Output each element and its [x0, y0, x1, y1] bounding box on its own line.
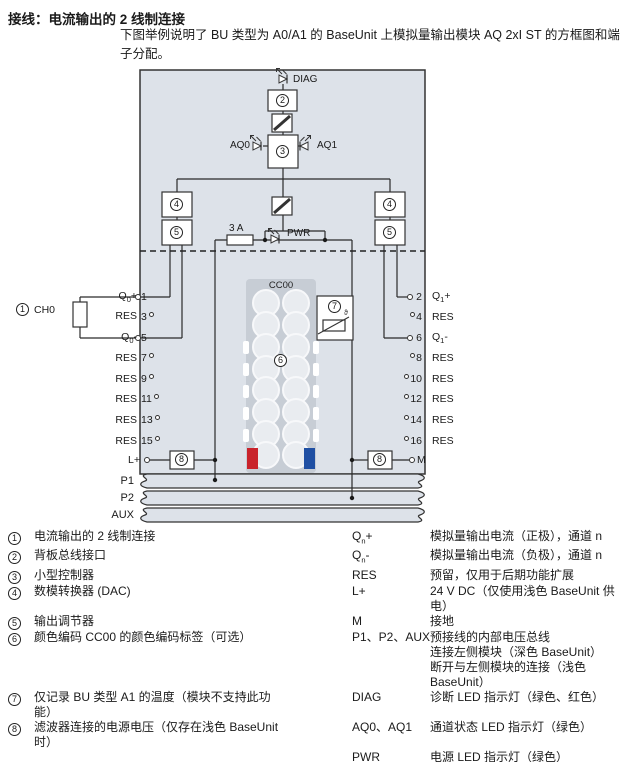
reserved-terminal-dot [410, 312, 416, 317]
reserved-terminal-dot [148, 353, 154, 358]
callout-4-left: 4 [170, 198, 183, 211]
theta-symbol: ϑ [344, 310, 348, 317]
terminal-row-right-14: 14 RES [398, 414, 454, 426]
legend-row: 3 小型控制器 RES 预留，仅用于后期功能扩展 [8, 568, 634, 584]
bus-rails [140, 473, 425, 523]
terminal-row-left-7: RES 7 [84, 352, 155, 364]
reserved-terminal-dot [404, 415, 410, 420]
terminal-row-right-2: 2 Q1+ [416, 289, 451, 305]
callout-5-right: 5 [383, 226, 396, 239]
reserved-terminal-dot [154, 436, 160, 441]
terminal-row-left-5: Q0- 5 [121, 330, 147, 346]
pwr-led-label: PWR [287, 228, 311, 239]
lplus-terminal-label: L+ [128, 454, 140, 466]
reserved-terminal-dot [410, 353, 416, 358]
coding-red-terminal [247, 448, 258, 469]
callout-1: 1 [16, 303, 29, 316]
controller-block [267, 134, 299, 169]
legend-row: 5 输出调节器 M 接地 [8, 614, 634, 630]
terminal-row-right-6: 6 Q1- [416, 330, 448, 346]
cc00-label: CC00 [268, 280, 294, 291]
callout-4-right: 4 [383, 198, 396, 211]
regulator-block-right [374, 219, 406, 246]
wires [79, 84, 409, 498]
terminal-row-right-12: 12 RES [398, 393, 454, 405]
fuse-symbol [226, 234, 254, 246]
diag-led-label: DIAG [293, 74, 318, 85]
terminal-row-left-9: RES 9 [84, 373, 155, 385]
isolation-diagonals [273, 114, 291, 215]
reserved-terminal-dot [404, 374, 410, 379]
load-resistor-symbol [72, 301, 88, 328]
legend-row: 6 颜色编码 CC00 的颜色编码标签（可选） P1、P2、AUX 预接线的内部… [8, 630, 634, 690]
terminal-row-left-13: RES 13 [84, 414, 161, 426]
reserved-terminal-dot [404, 394, 410, 399]
legend-row: 2 背板总线接口 Qn- 模拟量输出电流（负极），通道 n [8, 548, 634, 567]
callout-5-left: 5 [170, 226, 183, 239]
legend: 1 电流输出的 2 线制连接 Qn+ 模拟量输出电流（正极），通道 n 2 背板… [8, 529, 634, 762]
terminal-row-left-15: RES 15 [84, 435, 161, 447]
terminal-row-right-4: 4 RES [398, 311, 454, 323]
callout-8-right: 8 [373, 453, 386, 466]
junction-dots [212, 237, 355, 501]
terminal-row-right-10: 10 RES [398, 373, 454, 385]
coding-blue-terminal [304, 448, 315, 469]
callout-2: 2 [276, 94, 289, 107]
terminal-circles [135, 294, 415, 463]
terminal-row-left-3: RES 3 [84, 310, 155, 323]
bus-label-p1: P1 [120, 475, 134, 487]
reserved-terminal-dot [148, 374, 154, 379]
reserved-terminal-dot [153, 394, 159, 399]
callout-8-left: 8 [175, 453, 188, 466]
callout-6: 6 [274, 354, 287, 367]
intro-paragraph: 下图举例说明了 BU 类型为 A0/A1 的 BaseUnit 上模拟量输出模块… [120, 28, 620, 61]
page-title: 接线：电流输出的 2 线制连接 [8, 12, 186, 27]
callout-3: 3 [276, 145, 289, 158]
callout-7: 7 [328, 300, 341, 313]
legend-row: PWR 电源 LED 指示灯（绿色） [352, 749, 569, 762]
reserved-terminal-dot [148, 312, 154, 317]
bus-label-p2: P2 [120, 492, 134, 504]
terminal-row-right-8: 8 RES [398, 352, 454, 364]
aq1-led-label: AQ1 [317, 140, 338, 151]
terminal-row-right-16: 16 RES [398, 435, 454, 447]
reserved-terminal-dot [154, 415, 160, 420]
m-terminal-label: M [417, 454, 426, 466]
aq0-led-label: AQ0 [229, 140, 250, 151]
legend-row: 1 电流输出的 2 线制连接 Qn+ 模拟量输出电流（正极），通道 n [8, 529, 634, 548]
bus-label-aux: AUX [111, 509, 134, 521]
thermistor-diagonal [317, 316, 350, 335]
terminal-row-left-1: Q0+ 1 [118, 289, 147, 305]
reserved-terminal-dot [404, 436, 410, 441]
legend-row: 7 仅记录 BU 类型 A1 的温度（模块不支持此功 能） DIAG 诊断 LE… [8, 690, 634, 720]
ch0-label: CH0 [34, 304, 56, 316]
cc00-terminal-block [243, 279, 319, 473]
fuse-label: 3 A [229, 223, 244, 234]
legend-row: 4 数模转换器 (DAC) L+ 24 V DC（仅使用浅色 BaseUnit … [8, 584, 634, 614]
legend-row: 8 滤波器连接的电源电压（仅存在浅色 BaseUnit 时） AQ0、AQ1 通… [8, 720, 634, 750]
terminal-row-left-11: RES 11 [84, 393, 160, 405]
